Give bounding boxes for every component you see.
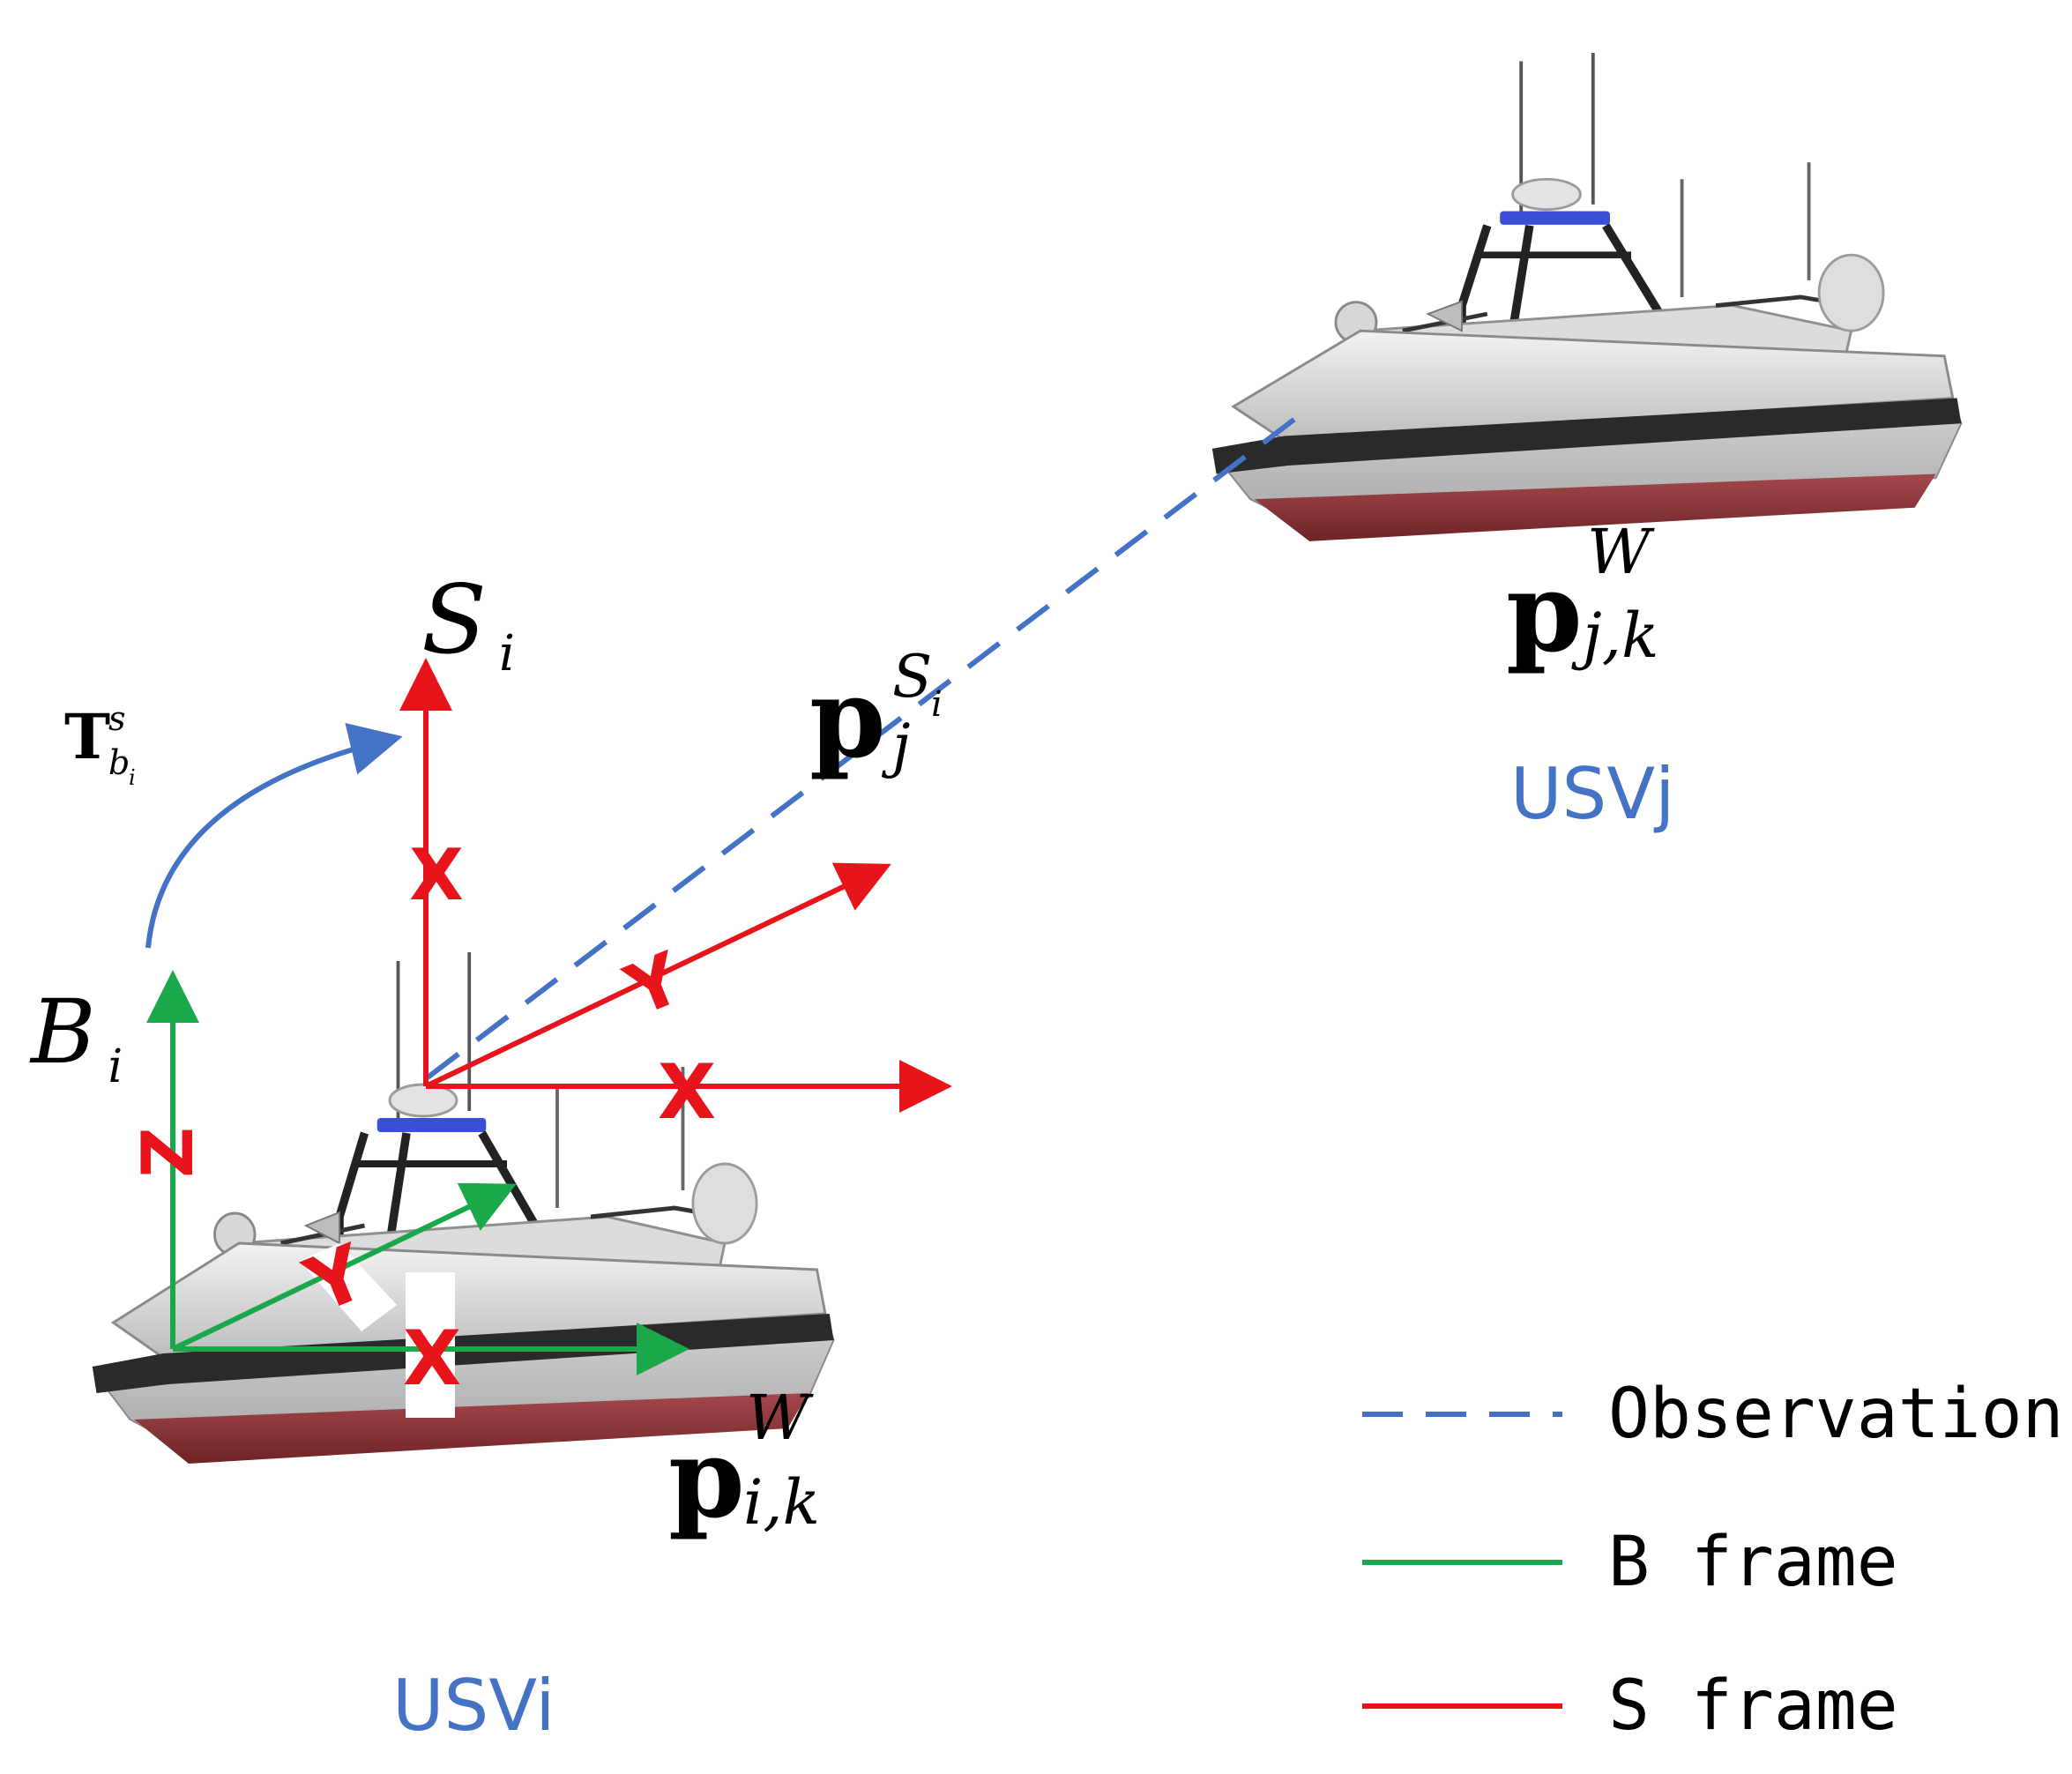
legend-label-0: Observation (1608, 1375, 2064, 1454)
usvj-position-symbol: p W j,k (1506, 516, 1658, 677)
svg-text:W: W (746, 1382, 814, 1454)
usvi-label: USVi (392, 1665, 555, 1747)
usvj-boat-image (1212, 53, 1962, 541)
svg-text:T: T (64, 700, 110, 773)
transform-arc (145, 722, 403, 949)
svg-text:s: s (108, 699, 126, 738)
svg-text:W: W (1587, 516, 1655, 588)
s-frame-y-axis (424, 862, 891, 1089)
legend-label-1: B frame (1608, 1523, 1898, 1602)
svg-text:b: b (108, 743, 130, 782)
svg-text:p: p (668, 1415, 745, 1543)
svg-text:i: i (129, 765, 136, 790)
legend-label-2: S frame (1608, 1666, 1898, 1746)
s-frame-axis-label-vertical: X (409, 834, 464, 916)
observation-vector-symbol: p S i j (809, 643, 943, 783)
s-frame-axis-label-x: X (658, 1048, 716, 1137)
usvi-position-symbol: p W i,k (668, 1382, 820, 1543)
svg-text:i: i (931, 684, 943, 725)
s-frame (399, 658, 952, 1113)
svg-text:i,k: i,k (743, 1466, 820, 1539)
svg-text:j,k: j,k (1571, 600, 1658, 672)
svg-text:p: p (1506, 549, 1583, 677)
legend: Observation B frame S frame (1362, 1375, 2064, 1746)
s-frame-axis-label-y: Y (614, 936, 693, 1032)
axis-label-patch (300, 1243, 397, 1331)
usvj-label: USVj (1510, 753, 1674, 835)
b-frame-axis-label-x: X (403, 1315, 461, 1403)
svg-text:S: S (892, 643, 932, 711)
transform-symbol: T s b i (64, 699, 136, 790)
axis-label-patch (406, 1272, 455, 1418)
svg-text:p: p (809, 655, 886, 783)
b-frame (146, 970, 689, 1375)
b-frame-axis-label-z: Z (127, 1127, 209, 1178)
b-frame-y-axis (171, 1182, 517, 1352)
